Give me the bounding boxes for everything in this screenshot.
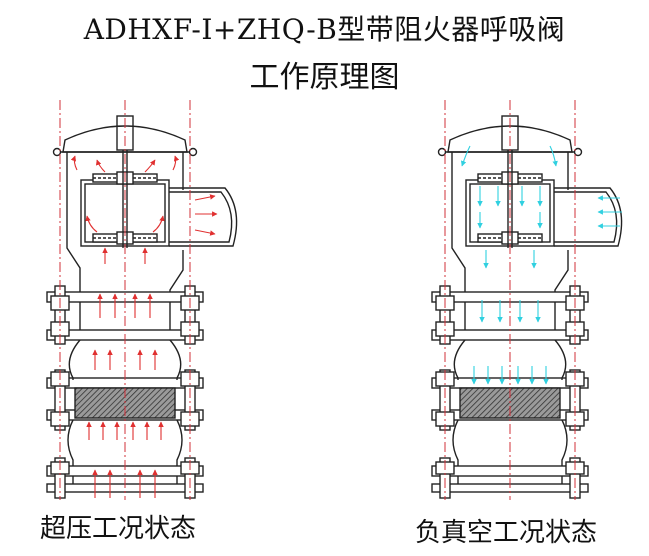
vacuum-flow-arrows (460, 145, 622, 385)
caption-overpressure: 超压工况状态 (40, 514, 197, 544)
diagram-title: ADHXF-I+ZHQ-B型带阻火器呼吸阀 (83, 13, 566, 46)
pressure-flow-arrows (70, 155, 218, 498)
vacuum-valve (431, 100, 623, 500)
caption-vacuum: 负真空工况状态 (415, 518, 598, 548)
diagram-subtitle: 工作原理图 (249, 60, 400, 95)
overpressure-valve (46, 100, 238, 500)
